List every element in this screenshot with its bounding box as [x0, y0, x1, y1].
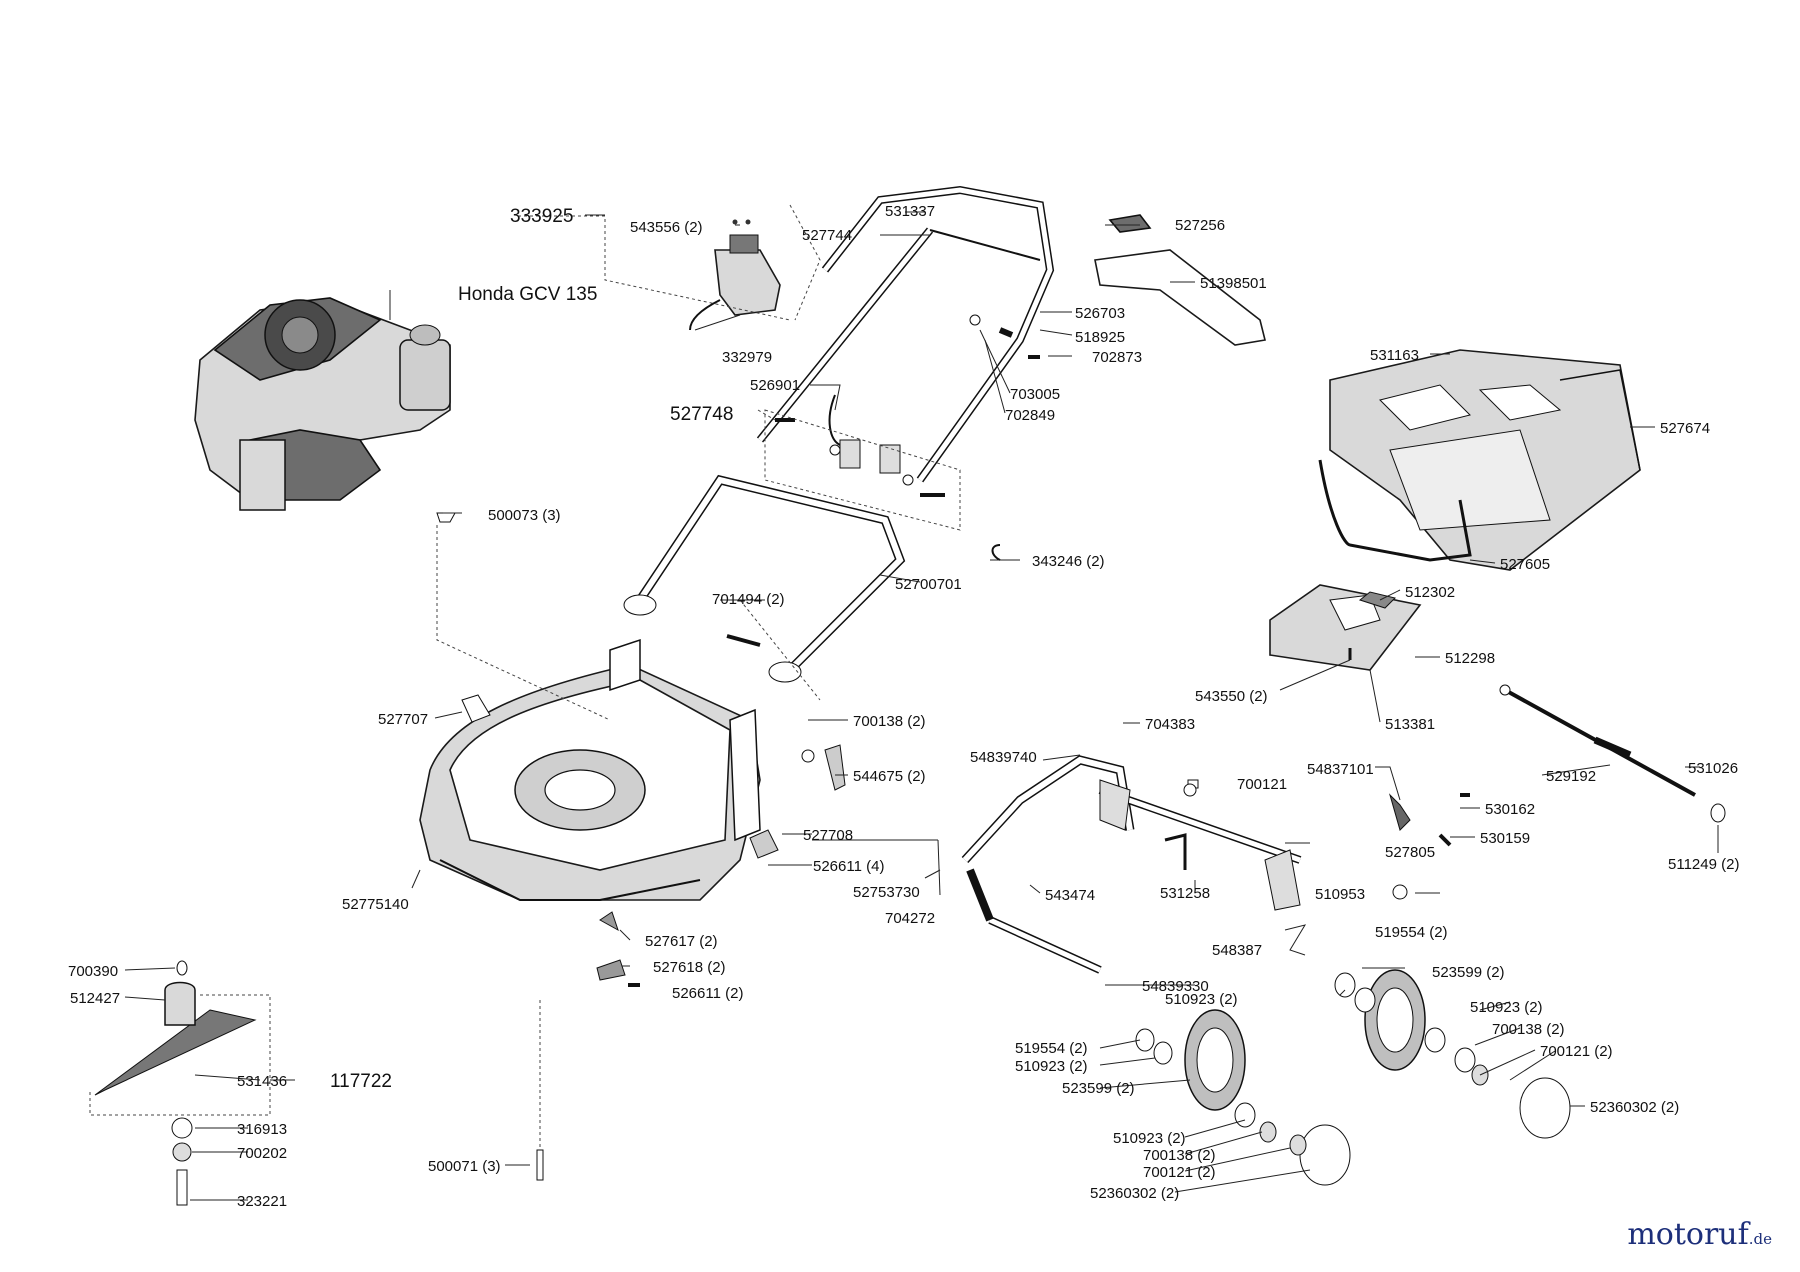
part-label: 701494 (2) — [712, 591, 785, 608]
part-label: 519554 (2) — [1015, 1040, 1088, 1057]
part-label: 700121 (2) — [1143, 1164, 1216, 1181]
part-label: 704272 — [885, 910, 935, 927]
part-label: 530159 — [1480, 830, 1530, 847]
part-label: 52700701 — [895, 576, 962, 593]
part-label: 510923 (2) — [1113, 1130, 1186, 1147]
watermark-name: motoruf — [1627, 1217, 1749, 1252]
part-label: 543550 (2) — [1195, 688, 1268, 705]
watermark-logo: motoruf.de — [1627, 1217, 1772, 1252]
part-label: 526901 — [750, 377, 800, 394]
rear-flap-drawing — [1269, 584, 1422, 671]
mower-deck-drawing — [419, 638, 761, 901]
part-label: 519554 (2) — [1375, 924, 1448, 941]
part-label: 531163 — [1370, 347, 1419, 364]
part-label: 531258 — [1160, 885, 1210, 902]
part-label: 527708 — [803, 827, 853, 844]
part-label: 523599 (2) — [1062, 1080, 1135, 1097]
group-label-527748: 527748 — [670, 404, 733, 425]
part-label: 702873 — [1092, 349, 1142, 366]
part-label: 700138 (2) — [1492, 1021, 1565, 1038]
part-label: 513381 — [1385, 716, 1435, 733]
part-label: 700202 — [237, 1145, 287, 1162]
part-label: 323221 — [237, 1193, 287, 1210]
part-label: 700138 (2) — [853, 713, 926, 730]
part-label: 531026 — [1688, 760, 1738, 777]
part-label: 527805 — [1385, 844, 1435, 861]
part-label: 510923 (2) — [1165, 991, 1238, 1008]
part-label: 510923 (2) — [1470, 999, 1543, 1016]
watermark-tld: .de — [1748, 1230, 1772, 1248]
part-label: 500071 (3) — [428, 1158, 501, 1175]
part-label: 51398501 — [1200, 275, 1267, 292]
upper-handle-drawing — [756, 185, 1055, 483]
group-label-117722: 117722 — [330, 1071, 392, 1092]
engine-drawing — [194, 290, 451, 511]
part-label: 526611 (2) — [672, 985, 743, 1002]
part-label: 700390 — [68, 963, 118, 980]
part-label: 54839740 — [970, 749, 1037, 766]
handle-fittings-drawing — [764, 314, 1040, 531]
part-label: 704383 — [1145, 716, 1195, 733]
part-label: 523599 (2) — [1432, 964, 1505, 981]
part-label: 527256 — [1175, 217, 1225, 234]
blade-drawing — [89, 960, 544, 1206]
part-label: 510923 (2) — [1015, 1058, 1088, 1075]
part-label: 527744 — [802, 227, 852, 244]
part-label: 511249 (2) — [1668, 856, 1739, 873]
part-label: 512302 — [1405, 584, 1455, 601]
part-label: 702849 — [1005, 407, 1055, 424]
part-label: 52360302 (2) — [1590, 1099, 1679, 1116]
part-label: 52753730 — [853, 884, 920, 901]
part-label: 700121 — [1237, 776, 1287, 793]
part-label: 332979 — [722, 349, 772, 366]
part-label: 543556 (2) — [630, 219, 703, 236]
part-label: 500073 (3) — [488, 507, 561, 524]
part-label: 530162 — [1485, 801, 1535, 818]
part-label: 316913 — [237, 1121, 287, 1138]
part-label: 543474 — [1045, 887, 1095, 904]
part-label: 544675 (2) — [853, 768, 926, 785]
group-label-333925: 333925 — [510, 206, 573, 227]
part-label: 510953 — [1315, 886, 1365, 903]
grass-bag-cover-drawing — [1094, 214, 1266, 346]
part-label: 54837101 — [1307, 761, 1374, 778]
part-label: 700121 (2) — [1540, 1043, 1613, 1060]
wheels-drawing — [1135, 969, 1571, 1186]
throttle-control-drawing — [689, 219, 781, 331]
part-label: 527605 — [1500, 556, 1550, 573]
spring-rod-drawing — [1499, 684, 1726, 823]
part-label: 527674 — [1660, 420, 1710, 437]
part-label: 52775140 — [342, 896, 409, 913]
part-label: 512298 — [1445, 650, 1495, 667]
part-label: 343246 (2) — [1032, 553, 1105, 570]
part-label: 526611 (4) — [813, 858, 884, 875]
part-label: 527707 — [378, 711, 428, 728]
part-label: 527617 (2) — [645, 933, 718, 950]
part-label: 548387 — [1212, 942, 1262, 959]
part-label: 52360302 (2) — [1090, 1185, 1179, 1202]
engine-label: Honda GCV 135 — [458, 284, 597, 305]
part-label: 700138 (2) — [1143, 1147, 1216, 1164]
grass-catcher-drawing — [1318, 349, 1641, 571]
lower-handle-drawing — [623, 474, 906, 701]
rear-axle-drawing — [961, 755, 1470, 974]
part-label: 526703 — [1075, 305, 1125, 322]
part-label: 527618 (2) — [653, 959, 726, 976]
part-label: 703005 — [1010, 386, 1060, 403]
part-label: 512427 — [70, 990, 120, 1007]
leader-lines — [124, 204, 1719, 1201]
deck-fittings-drawing — [436, 512, 1001, 987]
part-label: 54839330 — [1142, 978, 1209, 995]
part-label: 531436 — [237, 1073, 287, 1090]
part-label: 531337 — [885, 203, 935, 220]
part-label: 529192 — [1546, 768, 1596, 785]
part-label: 518925 — [1075, 329, 1125, 346]
